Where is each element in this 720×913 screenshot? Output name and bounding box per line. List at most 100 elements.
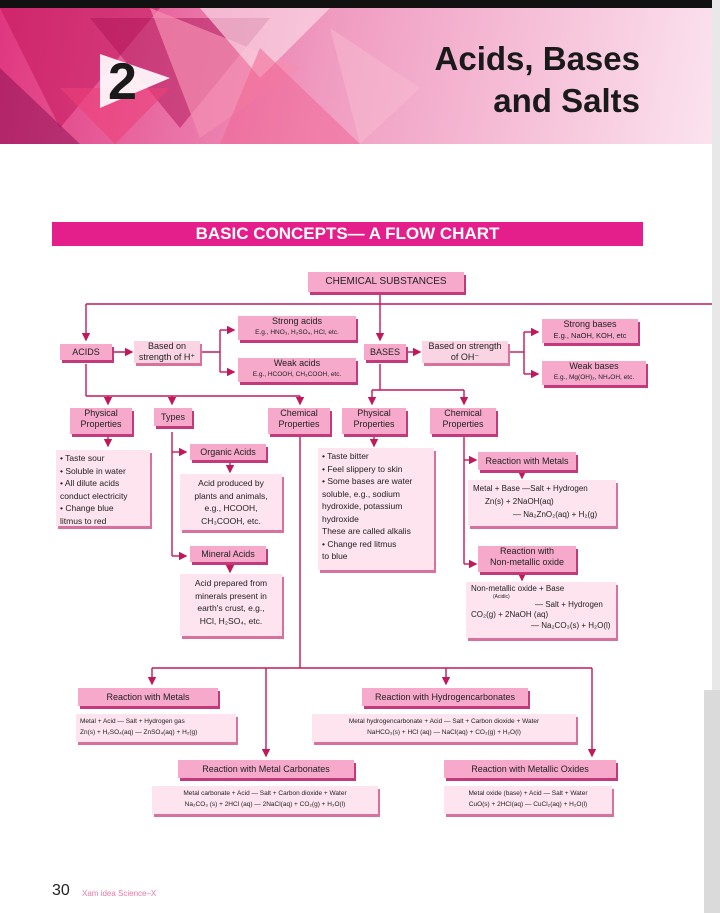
chapter-title-line1: Acids, Bases [434, 40, 640, 77]
base-physical-properties-box: Physical Properties [342, 408, 406, 434]
base-phys-item: to blue [322, 551, 348, 561]
root-chemical-substances: CHEMICAL SUBSTANCES [308, 272, 464, 292]
nonmetal-eq-line: — Salt + Hydrogen [535, 599, 603, 609]
weak-acids-examples: E.g., HCOOH, CH₃COOH, etc. [252, 371, 342, 378]
section-title: BASIC CONCEPTS— A FLOW CHART [52, 222, 643, 246]
page-edge-lower [704, 690, 720, 913]
strong-acids-title: Strong acids [271, 316, 323, 326]
organic-desc-line: Acid produced by [198, 478, 264, 488]
organic-desc-line: CH₃COOH, etc. [201, 515, 261, 526]
acid-physical-line1: Physical [84, 408, 118, 418]
base-physical-list: • Taste bitter • Feel slippery to skin •… [318, 448, 434, 570]
acids-based-on-box: Based on strength of H⁺ [134, 341, 200, 363]
metallic-oxide-eq-line: CuO(s) + 2HCl(aq) — CuCl₂(aq) + H₂O(l) [468, 801, 588, 808]
organic-acids-desc: Acid produced by plants and animals, e.g… [180, 474, 282, 530]
mineral-desc-line: Acid prepared from [194, 578, 268, 588]
acid-chemical-line1: Chemical [280, 408, 318, 418]
nonmetal-title-line: Reaction with [499, 546, 555, 556]
strong-acids-examples: E.g., HNO₃, H₂SO₄, HCl, etc. [255, 329, 339, 336]
mineral-acids-box: Mineral Acids [190, 546, 266, 562]
weak-acids-title: Weak acids [273, 358, 321, 368]
base-chemical-line1: Chemical [444, 408, 482, 418]
acid-phys-item: • All dilute acids [60, 478, 120, 488]
acid-reaction-metals-desc: Metal + Acid — Salt + Hydrogen gas Zn(s)… [76, 714, 236, 742]
acid-reaction-metals-box: Reaction with Metals [78, 688, 218, 706]
acid-phys-item: • Change blue [60, 503, 114, 513]
acid-physical-list: • Taste sour • Soluble in water • All di… [56, 450, 150, 526]
banner-triangles [0, 8, 420, 144]
acid-physical-line2: Properties [80, 419, 122, 429]
base-phys-item: • Taste bitter [322, 451, 369, 461]
metallic-oxide-eq-line: Metal oxide (base) + Acid — Salt + Water [468, 790, 588, 797]
acid-types-box: Types [154, 408, 192, 426]
strong-acids-box: Strong acids E.g., HNO₃, H₂SO₄, HCl, etc… [238, 316, 356, 340]
acid-reaction-metallic-oxides-desc: Metal oxide (base) + Acid — Salt + Water… [444, 786, 612, 814]
bases-based-on-line1: Based on strength [428, 341, 502, 351]
acid-phys-item: • Taste sour [60, 453, 105, 463]
acid-phys-item: conduct electricity [60, 490, 128, 501]
bases-box: BASES [364, 344, 406, 360]
acids-box: ACIDS [60, 344, 112, 360]
weak-bases-box: Weak bases E.g., Mg(OH)₂, NH₄OH, etc. [542, 361, 646, 385]
base-phys-item: • Change red litmus [322, 538, 397, 549]
nonmetal-eq-line: Non-metallic oxide + Base [471, 584, 565, 593]
base-chemical-line2: Properties [442, 419, 484, 429]
acid-metals-eq-line: Zn(s) + H₂SO₄(aq) — ZnSO₄(aq) + H₂(g) [80, 729, 198, 736]
base-phys-item: • Some bases are water [322, 476, 413, 486]
book-name: Xam idea Science–X [82, 889, 157, 898]
acid-chemical-line2: Properties [278, 419, 320, 429]
acid-reaction-carbonates-box: Reaction with Metal Carbonates [178, 760, 354, 778]
base-phys-item: • Feel slippery to skin [322, 463, 403, 474]
chapter-title-line2: and Salts [493, 82, 640, 119]
top-edge [0, 0, 720, 8]
base-reaction-metals-desc: Metal + Base —Salt + Hydrogen Zn(s) + 2N… [468, 480, 616, 526]
base-chemical-properties-box: Chemical Properties [430, 408, 496, 434]
bases-based-on-box: Based on strength of OH⁻ [422, 341, 508, 363]
acid-phys-item: • Soluble in water [60, 465, 126, 476]
acid-reaction-metallic-oxides-box: Reaction with Metallic Oxides [444, 760, 616, 778]
base-phys-item: hydroxide [322, 513, 359, 524]
base-metals-eq-line: — Na₂ZnO₂(aq) + H₂(g) [513, 510, 598, 519]
organic-acids-box: Organic Acids [190, 444, 266, 460]
base-phys-item: hydroxide, potassium [322, 501, 403, 511]
carbonate-eq-line: Metal carbonate + Acid — Salt + Carbon d… [183, 790, 347, 797]
base-phys-item: soluble, e.g., sodium [322, 488, 400, 499]
strong-bases-title: Strong bases [563, 319, 617, 329]
chapter-banner [0, 8, 712, 144]
acids-based-on-line2: strength of H⁺ [138, 352, 196, 362]
page-edge [712, 0, 720, 913]
acid-reaction-hydrogencarbonates-desc: Metal hydrogencarbonate + Acid — Salt + … [312, 714, 576, 742]
acid-reaction-carbonates-desc: Metal carbonate + Acid — Salt + Carbon d… [152, 786, 378, 814]
mineral-acids-desc: Acid prepared from minerals present in e… [180, 574, 282, 636]
acid-chemical-properties-box: Chemical Properties [268, 408, 330, 434]
hydrogencarbonate-eq-line: NaHCO₃(s) + HCl (aq) — NaCl(aq) + CO₂(g)… [367, 729, 521, 736]
acid-metals-eq-line: Metal + Acid — Salt + Hydrogen gas [80, 718, 185, 725]
strong-bases-box: Strong bases E.g., NaOH, KOH, etc [542, 319, 638, 343]
acids-based-on-line1: Based on [147, 341, 187, 351]
hydrogencarbonate-eq-line: Metal hydrogencarbonate + Acid — Salt + … [348, 718, 540, 725]
base-physical-line2: Properties [353, 419, 395, 429]
nonmetal-eq-line: — Na₂CO₃(s) + H₂O(l) [531, 620, 611, 630]
base-reaction-nonmetal-desc: Non-metallic oxide + Base (Acidic) — Sal… [466, 582, 616, 638]
base-reaction-nonmetal-box: Reaction with Non-metallic oxide [478, 546, 576, 572]
base-phys-item: These are called alkalis [322, 526, 411, 536]
weak-acids-box: Weak acids E.g., HCOOH, CH₃COOH, etc. [238, 358, 356, 382]
bases-based-on-line2: of OH⁻ [450, 352, 480, 362]
base-metals-eq-line: Zn(s) + 2NaOH(aq) [485, 497, 554, 506]
weak-bases-examples: E.g., Mg(OH)₂, NH₄OH, etc. [553, 374, 635, 381]
chapter-number: 2 [108, 53, 137, 111]
nonmetal-eq-line: (Acidic) [493, 593, 510, 600]
mineral-desc-line: HCl, H₂SO₄, etc. [199, 615, 263, 626]
organic-desc-line: e.g., HCOOH, [204, 503, 258, 513]
strong-bases-examples: E.g., NaOH, KOH, etc [553, 331, 627, 340]
mineral-desc-line: earth's crust, e.g., [197, 603, 265, 613]
base-reaction-metals-box: Reaction with Metals [478, 452, 576, 470]
base-physical-line1: Physical [357, 408, 391, 418]
carbonate-eq-line: Na₂CO₃ (s) + 2HCl (aq) — 2NaCl(aq) + CO₂… [184, 801, 346, 808]
acid-reaction-hydrogencarbonates-box: Reaction with Hydrogencarbonates [362, 688, 528, 706]
organic-desc-line: plants and animals, [194, 490, 268, 501]
acid-physical-properties-box: Physical Properties [70, 408, 132, 434]
weak-bases-title: Weak bases [569, 361, 619, 371]
base-metals-eq-line: Metal + Base —Salt + Hydrogen [473, 484, 588, 493]
